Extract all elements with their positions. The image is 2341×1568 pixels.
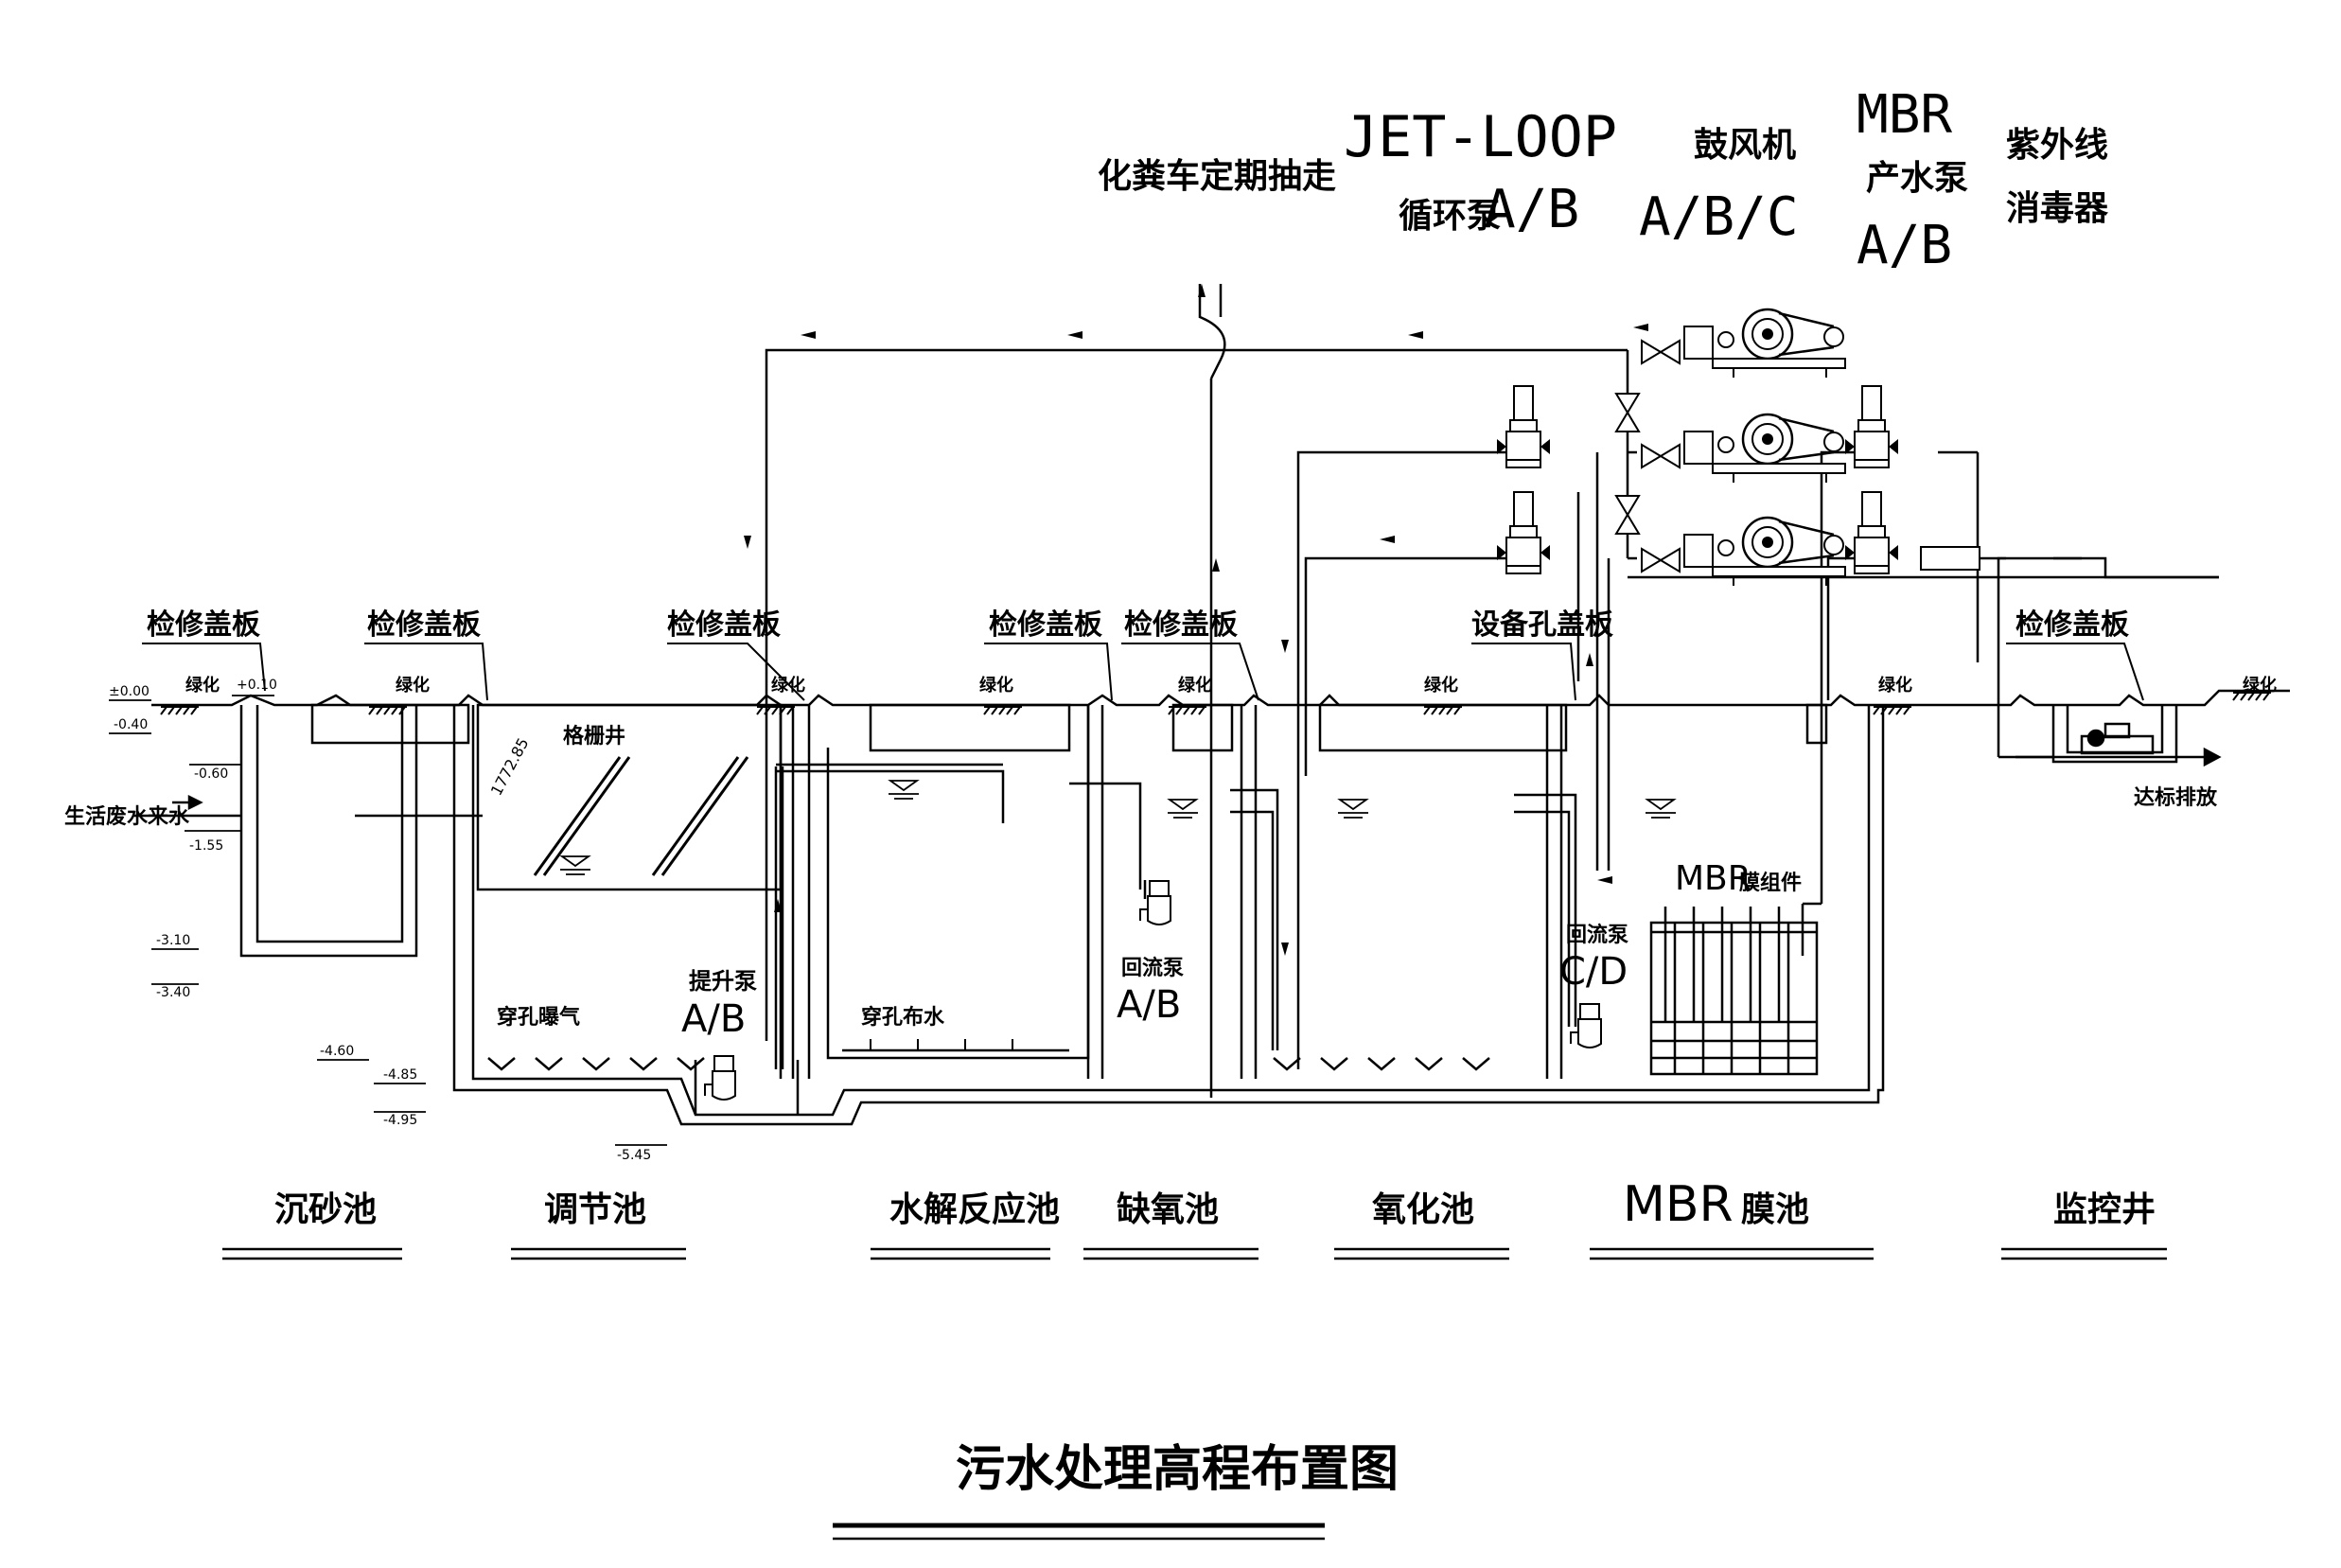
grille-label: 格栅井: [563, 724, 625, 749]
mbr-product-pump-b: [1844, 491, 1899, 574]
ground-label-6: 绿化: [1424, 675, 1458, 696]
discharge-label: 达标排放: [2134, 785, 2218, 810]
ground-label-1: 绿化: [185, 675, 220, 696]
elev-340: -3.40: [156, 985, 190, 1000]
title-underline: [833, 1523, 1325, 1541]
return-pump-ab-label: 回流泵: [1121, 956, 1184, 980]
elevation-marks: [109, 695, 667, 1146]
ground-label-4: 绿化: [979, 675, 1013, 696]
tank-label-mbr-en: MBR: [1623, 1176, 1734, 1233]
elev-545: -5.45: [617, 1148, 651, 1163]
cover-label-4: 检修盖板: [989, 608, 1102, 642]
blower-label: 鼓风机: [1694, 126, 1796, 165]
elev-000: ±0.00: [109, 684, 150, 699]
diffusers: [486, 1056, 1491, 1071]
elev-010: +0.10: [237, 678, 277, 693]
blower-abc: A/B/C: [1639, 186, 1799, 248]
lift-pump-ab: A/B: [681, 997, 746, 1041]
jetloop-pump-ab: A/B: [1484, 179, 1579, 240]
elevation-labels: ±0.00 +0.10 -0.40 -0.60 -1.55 -3.10 -3.4…: [109, 678, 651, 1163]
grille-dimension: 1772.85: [487, 735, 533, 799]
cover-label-2: 检修盖板: [367, 608, 481, 642]
blower-valves: [1614, 339, 1681, 573]
elev-040: -0.40: [114, 717, 148, 732]
aeration-label: 穿孔曝气: [497, 1005, 580, 1030]
cover-label-5: 检修盖板: [1124, 608, 1238, 642]
jetloop-pump-a: [1496, 385, 1551, 468]
mbr-module-label-cn: 膜组件: [1739, 871, 1802, 895]
cover-label-6: 设备孔盖板: [1471, 608, 1613, 642]
return-pump-ab-text: A/B: [1117, 983, 1181, 1027]
tank-label-hydrolysis: 水解反应池: [889, 1190, 1060, 1229]
lift-pump-label: 提升泵: [689, 968, 757, 995]
elev-495: -4.95: [383, 1113, 417, 1128]
ground-label-8: 绿化: [2243, 675, 2277, 696]
mbr-membrane-module: [1649, 907, 1819, 1076]
tank-label-regulating: 调节池: [544, 1190, 646, 1229]
tank-label-monitor: 监控井: [2053, 1190, 2156, 1229]
uv-label-1: 紫外线: [2006, 126, 2108, 165]
tank-label-anoxic: 缺氧池: [1117, 1190, 1219, 1229]
water-levels: [559, 780, 1677, 875]
diagram-title: 污水处理高程布置图: [956, 1441, 1399, 1498]
return-pump-cd-text: C/D: [1559, 950, 1628, 994]
lift-pump: [704, 1055, 736, 1101]
uv-disinfector: [1920, 546, 1980, 571]
cover-label-7: 检修盖板: [2015, 608, 2129, 642]
elev-155: -1.55: [189, 838, 223, 854]
distribution-label: 穿孔布水: [861, 1005, 945, 1030]
return-pump-cd-label: 回流泵: [1566, 923, 1628, 947]
bar-screens: [533, 756, 749, 876]
cover-label-3: 检修盖板: [667, 608, 781, 642]
blower-a: [1682, 308, 1847, 379]
distribution-nozzles: [870, 1039, 1013, 1050]
inflow-label: 生活废水来水: [64, 804, 190, 829]
main-structure: [452, 703, 1885, 1126]
tank-label-grit: 沉砂池: [274, 1190, 377, 1229]
mbr-pump-ab: A/B: [1857, 215, 1952, 276]
blower-b: [1682, 413, 1847, 484]
ground-surface: [151, 689, 2290, 707]
monitor-well: [2015, 705, 2222, 767]
cover-label-1: 检修盖板: [147, 608, 260, 642]
ground-label-3: 绿化: [771, 675, 805, 696]
ground-label-5: 绿化: [1178, 675, 1212, 696]
jetloop-pump-label: 循环泵: [1399, 197, 1501, 236]
truck-label: 化粪车定期抽走: [1098, 157, 1336, 196]
ground-label-7: 绿化: [1878, 675, 1912, 696]
elev-485: -4.85: [383, 1067, 417, 1083]
elev-460: -4.60: [320, 1044, 354, 1059]
uv-label-2: 消毒器: [2006, 189, 2109, 228]
tank-label-oxidation: 氧化池: [1372, 1190, 1474, 1229]
elev-060: -0.60: [194, 766, 228, 782]
ground-label-2: 绿化: [396, 675, 430, 696]
elev-310: -3.10: [156, 933, 190, 948]
cover-leaders: [142, 643, 2144, 701]
tank-underlines: [222, 1247, 2167, 1260]
mbr-pump-label-en: MBR: [1857, 84, 1952, 146]
tank-label-mbr-cn: 膜池: [1741, 1190, 1809, 1229]
mbr-module-label-en: MBR: [1675, 859, 1751, 898]
mbr-product-pump-a: [1844, 385, 1899, 468]
mbr-pump-label-cn: 产水泵: [1866, 159, 1968, 198]
jetloop-pump-b: [1496, 491, 1551, 574]
jetloop-label: JET-LOOP: [1344, 104, 1617, 170]
